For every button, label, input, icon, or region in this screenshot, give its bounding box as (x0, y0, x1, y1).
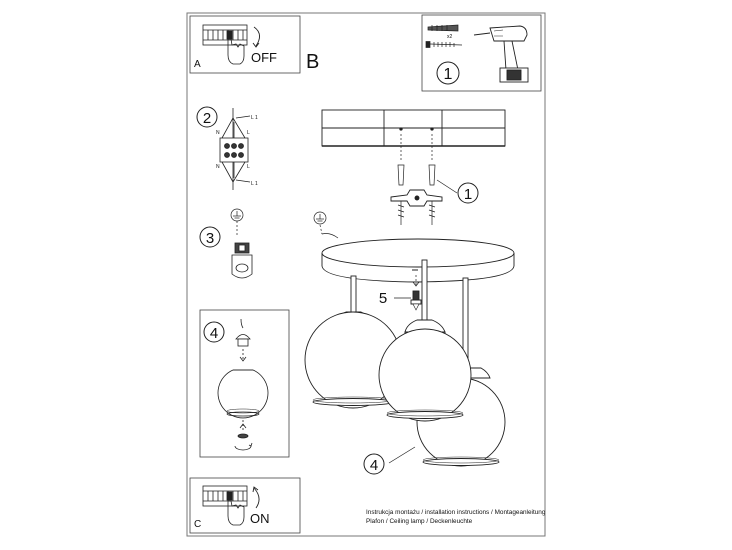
step-3-circle (199, 226, 221, 248)
ceiling-lamp-assembly (304, 109, 515, 467)
wire-label-n-bottom: N (216, 164, 220, 170)
drill-icon (473, 25, 529, 83)
rod-left (350, 275, 357, 313)
panel-c-power-on: C ON (189, 477, 301, 534)
step-1-mount-number: 1 (464, 186, 472, 203)
hand-icon (227, 500, 245, 526)
step-1-tools-circle (436, 61, 460, 85)
fuse-box-icon (202, 485, 248, 507)
step-4-circle (203, 321, 225, 343)
rod-front (421, 259, 428, 323)
panel-b-letter: B (306, 51, 319, 73)
step-2-circle (196, 106, 218, 128)
wire-label-l1-bottom: L 1 (251, 181, 258, 187)
wall-plug-icon (427, 24, 459, 32)
footer-instructions-title: Instrukcja montażu / installation instru… (366, 509, 546, 516)
step-5-bulb-number: 5 (379, 290, 387, 307)
panel-shade: 4 (199, 309, 290, 458)
sheet-border (186, 12, 546, 537)
step-3-number: 3 (206, 230, 214, 247)
panel-a-power-off: A OFF (189, 15, 301, 74)
mounting-screws (397, 127, 436, 225)
step-1-mount-circle (457, 182, 479, 204)
arrow-down-icon (253, 26, 260, 47)
arrow-up-icon (253, 487, 260, 509)
hand-icon (227, 38, 245, 65)
panel-c-letter: C (194, 519, 201, 530)
step-1-tools-number: 1 (444, 66, 453, 83)
panel-a-frame (189, 15, 301, 74)
glass-shade-icon (217, 369, 269, 419)
canopy-disc (321, 238, 515, 283)
wire-label-l-top: L (247, 130, 250, 136)
step-4-assembled-circle (363, 453, 385, 475)
terminal-block-icon (219, 108, 251, 190)
tools-frame (421, 14, 542, 92)
ceiling-grid (321, 109, 506, 147)
socket-icon (235, 318, 251, 362)
ground-symbol-icon (313, 211, 339, 239)
leader-line-step-4 (388, 446, 416, 464)
panel-wiring: 2 L 1 L 1 N N L L (196, 106, 258, 190)
on-label: ON (250, 511, 270, 526)
footer-product-type: Plafon / Ceiling lamp / Deckenleuchte (366, 518, 473, 525)
wire-label-l1-top: L 1 (251, 115, 258, 121)
shade-frame (199, 309, 290, 458)
off-label: OFF (251, 50, 277, 65)
fixings-count: x2 (447, 34, 453, 40)
ground-symbol-icon (230, 208, 244, 236)
panel-ground: 3 (199, 208, 253, 279)
wire-label-l-bottom: L (247, 164, 250, 170)
ground-terminal-icon (231, 242, 253, 279)
wire-label-n-top: N (216, 130, 220, 136)
fuse-box-icon (202, 24, 248, 46)
glass-shade-front (378, 319, 472, 422)
panel-c-frame (189, 477, 301, 534)
leader-line-step-1 (436, 179, 458, 194)
ring-nut-icon (234, 420, 253, 451)
screw-icon (425, 41, 463, 48)
bulb-icon (410, 269, 422, 311)
panel-tools: x2 1 (421, 14, 542, 92)
step-2-number: 2 (203, 110, 211, 127)
panel-a-letter: A (194, 59, 201, 70)
step-4-assembled-number: 4 (370, 457, 378, 474)
step-4-number: 4 (210, 325, 218, 342)
